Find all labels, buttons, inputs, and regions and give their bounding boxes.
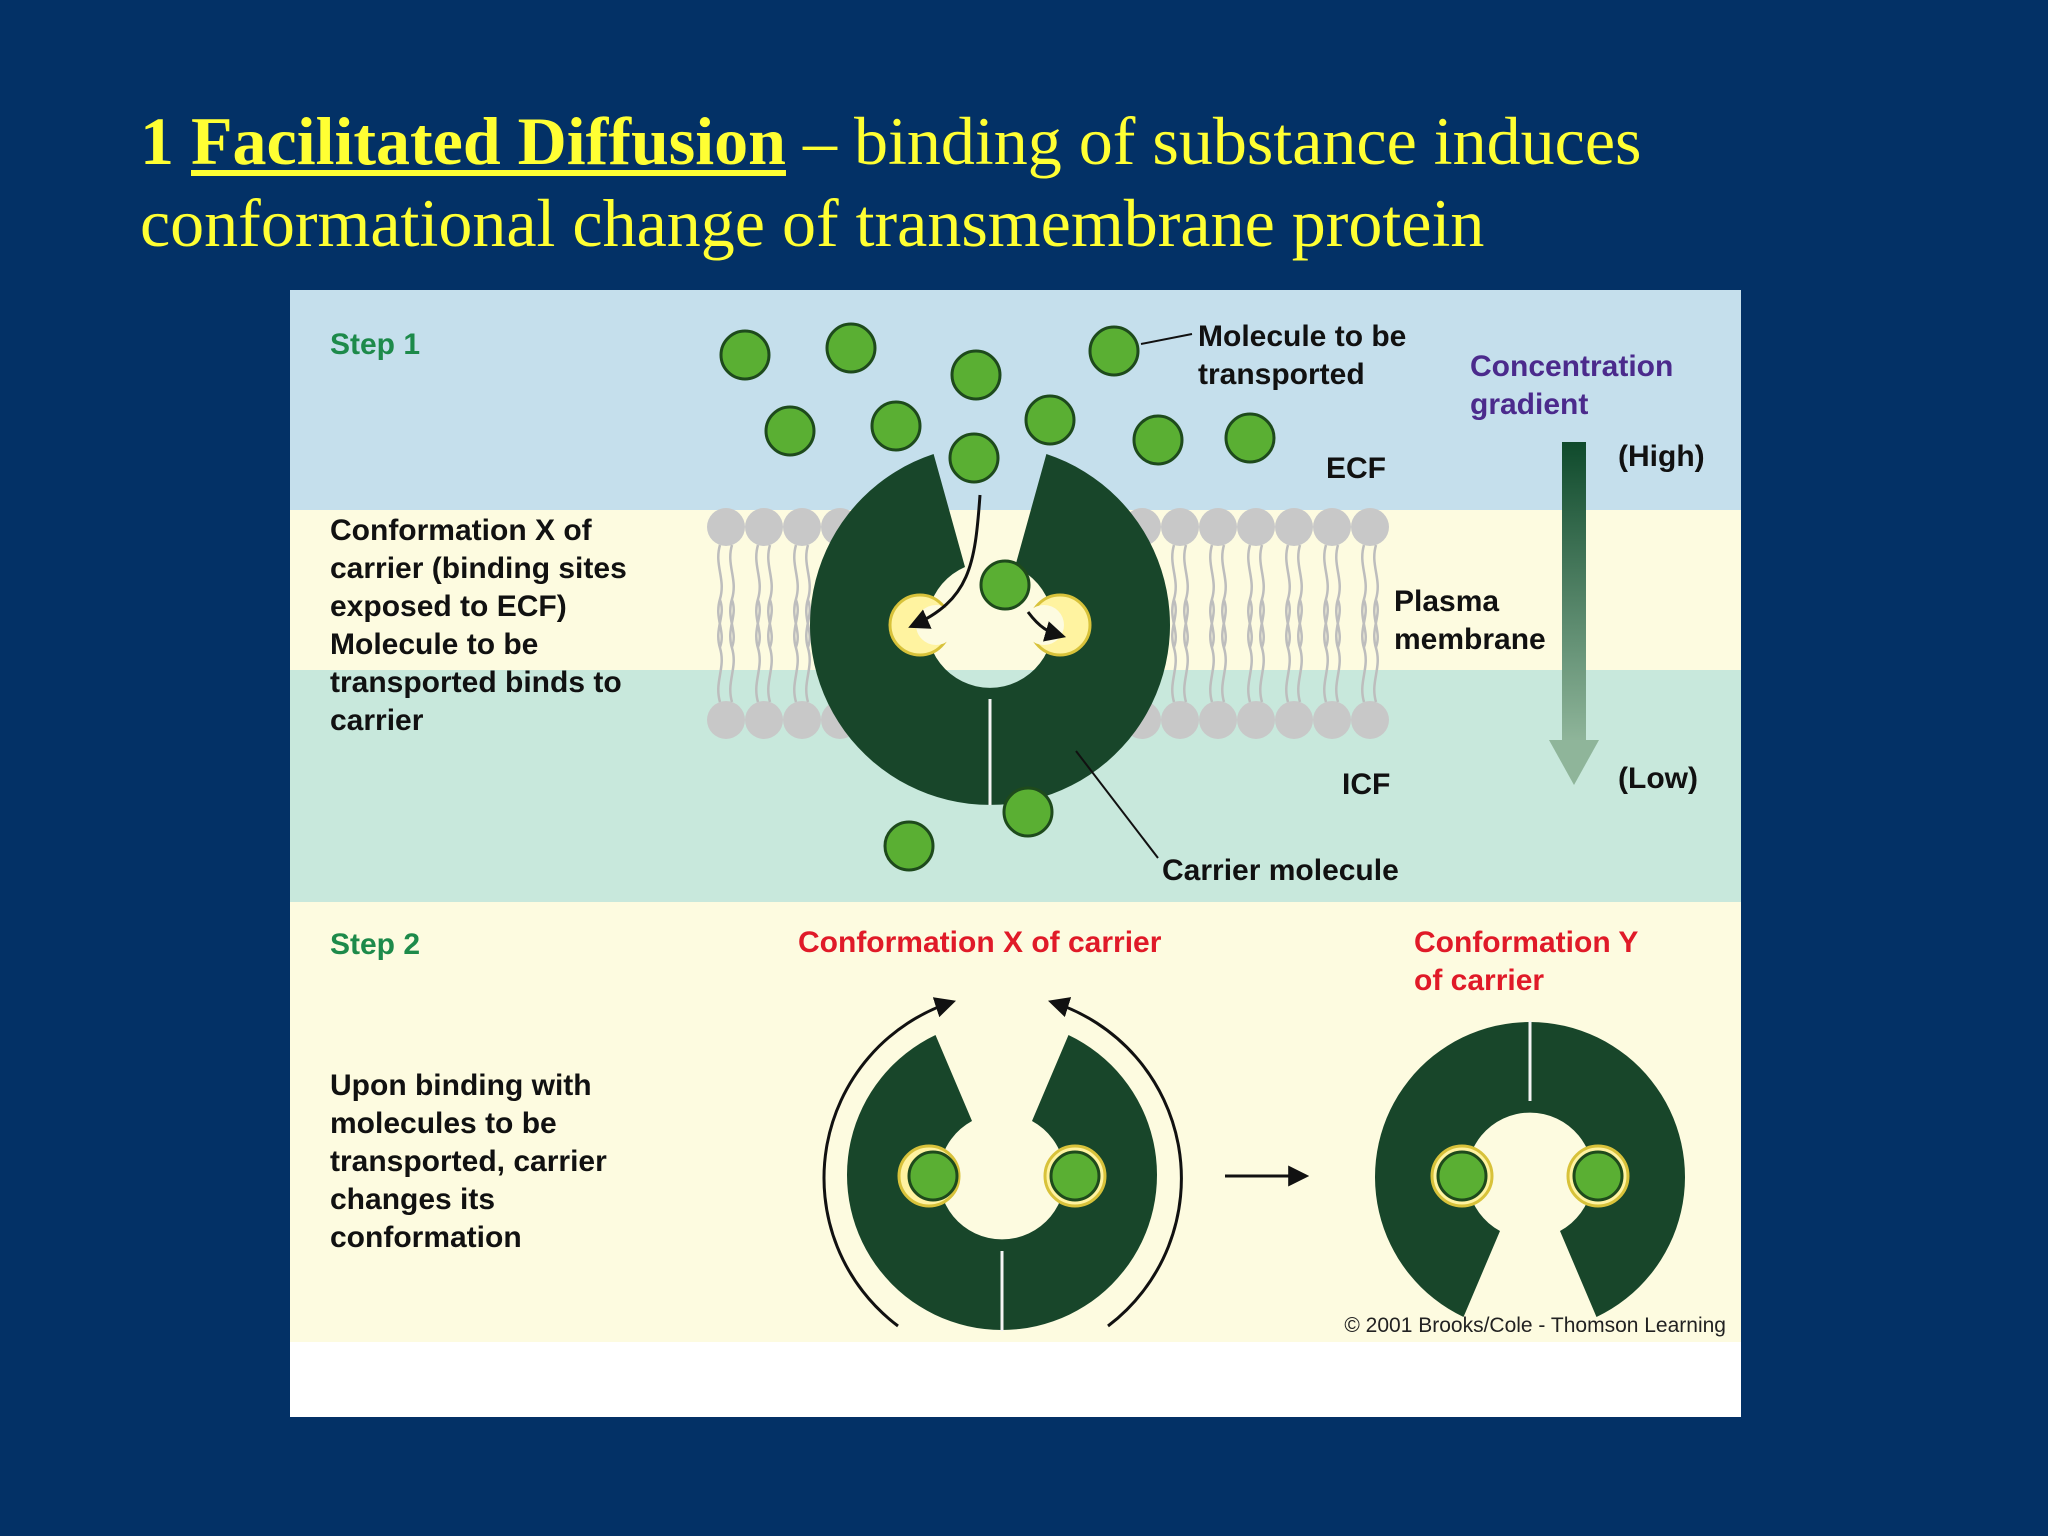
carrier-molecule-label: Carrier molecule	[1162, 854, 1399, 887]
high-label: (High)	[1618, 440, 1705, 473]
title-number: 1	[140, 103, 174, 179]
gradient-arrow	[1549, 442, 1599, 785]
step2-label: Step 2	[330, 928, 420, 961]
low-label: (Low)	[1618, 762, 1698, 795]
figure-bottom	[290, 1342, 1741, 1417]
icf-label: ICF	[1342, 768, 1390, 801]
title-term: Facilitated Diffusion	[191, 103, 786, 179]
conformation-x-label: Conformation X of carrier	[798, 926, 1162, 959]
copyright: © 2001 Brooks/Cole - Thomson Learning	[1344, 1314, 1726, 1337]
ecf-region	[290, 290, 1741, 510]
ecf-label: ECF	[1326, 452, 1386, 485]
step1-label: Step 1	[330, 328, 420, 361]
title-rest: – binding of substance induces	[785, 103, 1642, 179]
slide-title: 1 Facilitated Diffusion – binding of sub…	[140, 100, 1940, 264]
concentration-gradient-label: Concentration gradient	[1470, 350, 1682, 421]
transported-molecules	[719, 322, 1624, 1202]
step1-description: Conformation X of carrier (binding sites…	[330, 514, 635, 737]
plasma-membrane-label: Plasma membrane	[1394, 585, 1546, 656]
title-line2: conformational change of transmembrane p…	[140, 185, 1485, 261]
step2-description: Upon binding with molecules to be transp…	[330, 1069, 615, 1254]
conformation-y-label: Conformation Y of carrier	[1414, 926, 1646, 997]
facilitated-diffusion-figure: Step 1 Conformation X of carrier (bindin…	[290, 290, 1741, 1417]
molecule-label: Molecule to be transported	[1198, 320, 1415, 391]
